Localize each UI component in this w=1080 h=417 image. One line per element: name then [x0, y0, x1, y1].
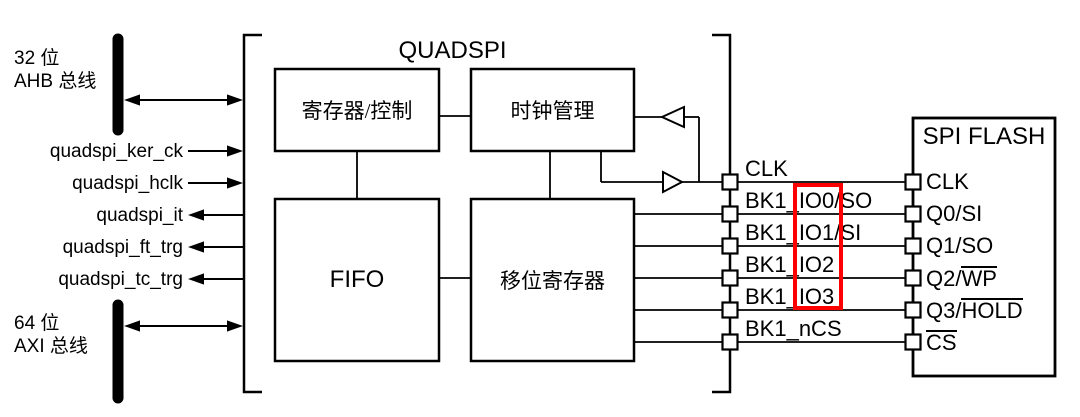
pad-quadspi-io0 [721, 205, 739, 223]
registers-control-box [273, 67, 441, 153]
pin-label-bk1-io2: BK1_IO2 [745, 252, 835, 277]
ahb-bus-label-line2: AHB 总线 [14, 71, 97, 92]
flash-pads [904, 173, 922, 351]
flash-pin-label-cs: CS [926, 330, 957, 355]
block-label-registers-control: 寄存器/控制 [301, 99, 413, 123]
pad-quadspi-io2 [721, 269, 739, 287]
clock-feedback-path [634, 116, 700, 182]
arrow-quadspi-ft-trg [188, 241, 244, 253]
signal-label-quadspi-ft-trg: quadspi_ft_trg [62, 237, 183, 258]
signal-label-quadspi-tc-trg: quadspi_tc_trg [58, 269, 183, 290]
pin-label-bk1-io0: BK1_IO0/SO [745, 188, 873, 213]
quadspi-pads [721, 173, 739, 351]
pad-quadspi-io1 [721, 237, 739, 255]
pin-label-bk1-ncs: BK1_nCS [745, 316, 842, 341]
flash-pin-label-q0-si: Q0/SI [926, 201, 983, 226]
pad-flash-clk [904, 173, 922, 191]
block-label-shift-register: 移位寄存器 [500, 269, 605, 293]
bidir-arrow-axi [124, 320, 243, 332]
pin-label-clk: CLK [745, 156, 788, 181]
signal-label-quadspi-ker-ck: quadspi_ker_ck [49, 141, 183, 162]
clock-input-buffer-triangle [659, 105, 685, 129]
io-highlight-rect [793, 183, 843, 310]
signal-label-quadspi-it: quadspi_it [96, 205, 183, 226]
quadspi-left-bracket [242, 33, 262, 394]
io-wires [634, 213, 906, 343]
fifo-box [273, 197, 441, 363]
shift-register-box [469, 197, 636, 363]
pad-quadspi-clk [721, 173, 739, 191]
ahb-bus-label: 32 位 AHB 总线 [14, 47, 96, 93]
pad-quadspi-ncs [721, 333, 739, 351]
clock-output-path [600, 151, 906, 183]
pad-flash-q2 [904, 269, 922, 287]
flash-pin-label-q3-hold: Q3/HOLD [926, 298, 1023, 323]
bidir-arrow-ahb [124, 94, 243, 106]
pad-flash-q1 [904, 237, 922, 255]
axi-bus-label-line1: 64 位 [14, 313, 60, 334]
spi-flash-title: SPI FLASH [922, 123, 1046, 150]
signal-label-quadspi-hclk: quadspi_hclk [72, 173, 183, 194]
arrow-quadspi-tc-trg [188, 273, 244, 285]
flash-pin-label-q1-so: Q1/SO [926, 233, 994, 258]
pad-flash-cs [904, 333, 922, 351]
pin-label-bk1-io3: BK1_IO3 [745, 284, 835, 309]
pad-quadspi-io3 [721, 301, 739, 319]
spi-flash-box [911, 116, 1057, 378]
axi-bus-label-line2: AXI 总线 [14, 336, 88, 357]
block-label-clock-management: 时钟管理 [510, 99, 595, 123]
clock-output-buffer-triangle [662, 170, 685, 194]
quadspi-title: QUADSPI [398, 37, 507, 64]
block-label-fifo: FIFO [329, 266, 385, 293]
pad-flash-q0 [904, 205, 922, 223]
arrow-quadspi-it [188, 209, 244, 221]
flash-pin-label-clk: CLK [926, 169, 969, 194]
arrow-quadspi-ker-ck [188, 145, 243, 157]
flash-pin-label-q2-wp: Q2/WP [926, 266, 997, 291]
axi-bus-label: 64 位 AXI 总线 [14, 312, 88, 358]
arrow-quadspi-hclk [188, 177, 243, 189]
ahb-bus-label-line1: 32 位 [14, 48, 60, 69]
pad-flash-q3 [904, 301, 922, 319]
internal-connectors [356, 115, 551, 279]
clock-management-box [469, 67, 636, 153]
